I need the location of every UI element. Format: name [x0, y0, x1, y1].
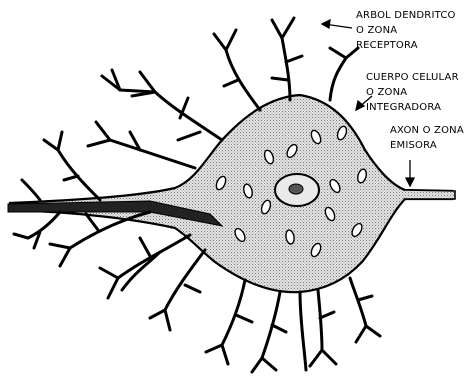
- label-dendritic-tree-line-2: O ZONA: [356, 25, 397, 36]
- label-axon-line-1: AXON O ZONA: [390, 125, 464, 136]
- label-cell-body: CUERPO CELULAR O ZONA INTEGRADORA: [366, 72, 459, 113]
- label-axon: AXON O ZONA EMISORA: [390, 125, 464, 151]
- label-cell-body-line-1: CUERPO CELULAR: [366, 72, 459, 83]
- label-cell-body-line-2: O ZONA: [366, 87, 407, 98]
- label-dendritic-tree-line-3: RECEPTORA: [356, 40, 418, 51]
- cell-body: [10, 95, 452, 292]
- label-cell-body-line-3: INTEGRADORA: [366, 102, 441, 113]
- axon: [405, 190, 455, 199]
- label-dendritic-tree: ARBOL DENDRITCO O ZONA RECEPTORA: [356, 10, 456, 51]
- label-axon-line-2: EMISORA: [390, 140, 437, 151]
- label-dendritic-tree-line-1: ARBOL DENDRITCO: [356, 10, 456, 21]
- nucleolus: [289, 184, 303, 194]
